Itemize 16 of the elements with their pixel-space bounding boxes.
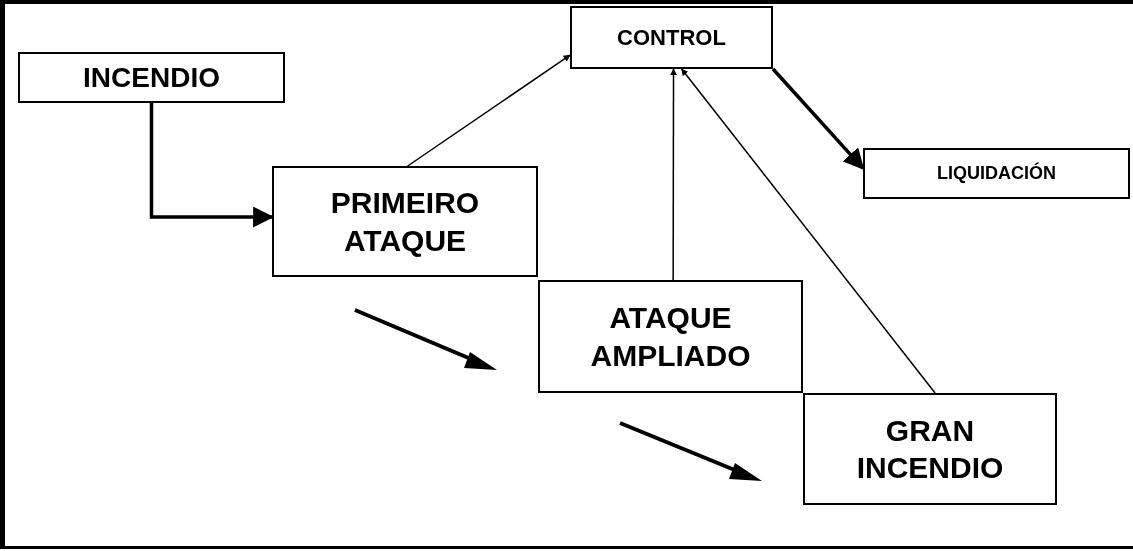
arrow (680, 68, 936, 394)
box-label: GRAN INCENDIO (855, 412, 1005, 486)
box-label: ATAQUE AMPLIADO (589, 300, 752, 374)
process-box (18, 52, 285, 103)
process-box (538, 280, 803, 393)
arrow (406, 54, 571, 167)
process-box (803, 393, 1057, 505)
process-box (863, 148, 1130, 199)
arrow (670, 68, 677, 281)
box-label: INCENDIO (83, 61, 220, 95)
box-label: LIQUIDACIÓN (937, 162, 1056, 185)
process-box (570, 6, 773, 69)
box-label: PRIMEIRO ATAQUE (329, 185, 481, 259)
arrow (771, 67, 865, 170)
box-label: CONTROL (617, 23, 726, 52)
process-box (272, 166, 538, 277)
